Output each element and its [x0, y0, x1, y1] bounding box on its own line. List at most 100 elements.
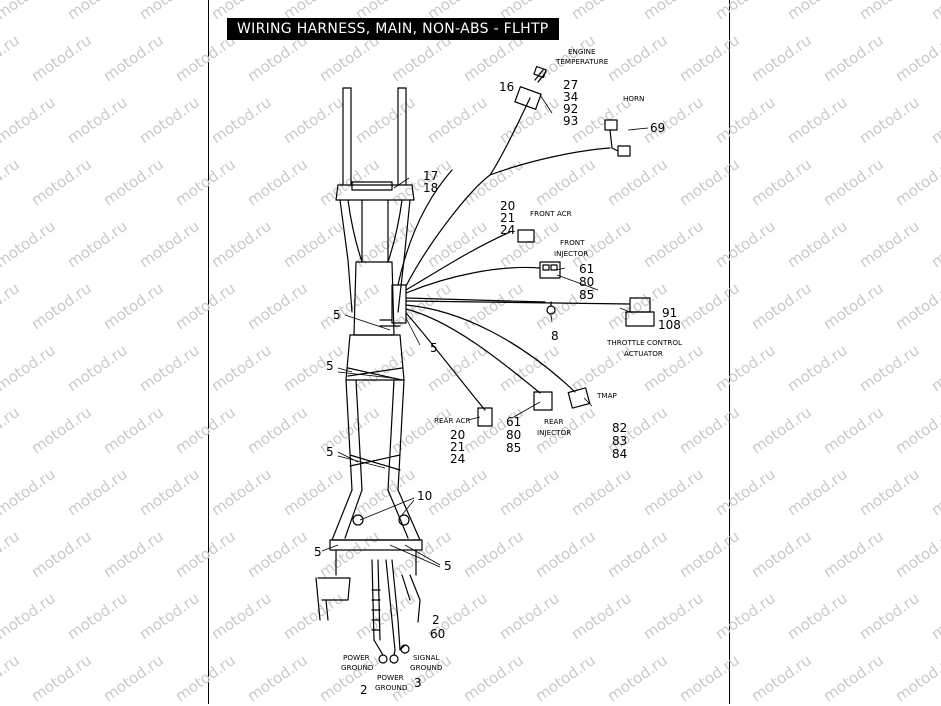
- watermark-text: motod.ru: [748, 155, 815, 209]
- watermark-text: motod.ru: [0, 31, 23, 85]
- watermark-text: motod.ru: [820, 651, 887, 705]
- watermark-text: motod.ru: [856, 589, 923, 643]
- watermark-text: motod.ru: [0, 403, 23, 457]
- throttle-control-actuator-label: ACTUATOR: [624, 349, 663, 358]
- callout-number: 20: [500, 199, 515, 213]
- front-injector-label: INJECTOR: [554, 249, 588, 258]
- watermark-text: motod.ru: [820, 279, 887, 333]
- diagram-labels: ENGINE TEMPERATURE HORN FRONT ACR FRONT …: [341, 47, 682, 692]
- watermark-text: motod.ru: [712, 93, 779, 147]
- callout-number: 3: [414, 676, 422, 690]
- watermark-text: motod.ru: [100, 279, 167, 333]
- watermark-text: motod.ru: [0, 465, 59, 519]
- watermark-text: motod.ru: [460, 651, 527, 705]
- watermark-text: motod.ru: [460, 279, 527, 333]
- watermark-text: motod.ru: [280, 341, 347, 395]
- watermark-text: motod.ru: [64, 341, 131, 395]
- watermark-text: motod.ru: [712, 217, 779, 271]
- callout-number: 21: [450, 440, 465, 454]
- callout-number: 27: [563, 78, 578, 92]
- watermark-text: motod.ru: [568, 0, 635, 23]
- leader-lines: [321, 94, 649, 568]
- callout-number: 5: [314, 545, 322, 559]
- watermark-text: motod.ru: [100, 527, 167, 581]
- horn-label: HORN: [623, 94, 644, 103]
- watermark-text: motod.ru: [172, 403, 239, 457]
- watermark-text: motod.ru: [820, 155, 887, 209]
- watermark-text: motod.ru: [424, 465, 491, 519]
- watermark-text: motod.ru: [784, 93, 851, 147]
- engine-temperature-label: ENGINE: [568, 47, 596, 56]
- watermark-text: motod.ru: [748, 31, 815, 85]
- watermark-text: motod.ru: [712, 0, 779, 23]
- watermark-text: motod.ru: [100, 155, 167, 209]
- watermark-text: motod.ru: [712, 341, 779, 395]
- watermark-text: motod.ru: [532, 155, 599, 209]
- callout-number: 5: [326, 445, 334, 459]
- watermark-text: motod.ru: [28, 527, 95, 581]
- watermark-text: motod.ru: [748, 651, 815, 705]
- watermark-text: motod.ru: [892, 155, 941, 209]
- watermark-text: motod.ru: [64, 589, 131, 643]
- watermark-text: motod.ru: [100, 651, 167, 705]
- watermark-text: motod.ru: [496, 341, 563, 395]
- callout-number: 5: [333, 308, 341, 322]
- watermark-text: motod.ru: [928, 93, 941, 147]
- watermark-text: motod.ru: [136, 0, 203, 23]
- watermark-text: motod.ru: [244, 403, 311, 457]
- watermark-text: motod.ru: [568, 465, 635, 519]
- watermark-text: motod.ru: [64, 0, 131, 23]
- frame-drawing: [315, 65, 655, 664]
- front-injector-label: FRONT: [560, 238, 585, 247]
- callout-number: 2: [360, 683, 368, 697]
- watermark-text: motod.ru: [208, 465, 275, 519]
- callout-number: 85: [579, 288, 594, 302]
- watermark-text: motod.ru: [208, 93, 275, 147]
- watermark-text: motod.ru: [208, 589, 275, 643]
- watermark-text: motod.ru: [0, 93, 59, 147]
- watermark-text: motod.ru: [136, 217, 203, 271]
- power-ground-label: GROUND: [375, 683, 408, 692]
- watermark-text: motod.ru: [928, 465, 941, 519]
- callout-number: 5: [326, 359, 334, 373]
- watermark-text: motod.ru: [28, 651, 95, 705]
- watermark-text: motod.ru: [208, 217, 275, 271]
- rear-injector-label: REAR: [544, 417, 563, 426]
- diagram-frame: [208, 0, 730, 704]
- rear-acr-label: REAR ACR: [434, 416, 471, 425]
- watermark-text: motod.ru: [352, 465, 419, 519]
- watermark-text: motod.ru: [820, 31, 887, 85]
- callout-number: 91: [662, 306, 677, 320]
- watermark-text: motod.ru: [388, 403, 455, 457]
- watermark-text: motod.ru: [532, 527, 599, 581]
- watermark-text: motod.ru: [28, 155, 95, 209]
- watermark-text: motod.ru: [0, 279, 23, 333]
- watermark-text: motod.ru: [496, 465, 563, 519]
- callout-number: 80: [506, 428, 521, 442]
- watermark-text: motod.ru: [0, 341, 59, 395]
- watermark-text: motod.ru: [172, 155, 239, 209]
- watermark-text: motod.ru: [100, 403, 167, 457]
- watermark-text: motod.ru: [136, 465, 203, 519]
- watermark-text: motod.ru: [172, 651, 239, 705]
- callout-number: 60: [430, 627, 445, 641]
- watermark-text: motod.ru: [28, 31, 95, 85]
- watermark-text: motod.ru: [64, 465, 131, 519]
- watermark-text: motod.ru: [928, 589, 941, 643]
- callout-number: 69: [650, 121, 665, 135]
- watermark-text: motod.ru: [244, 279, 311, 333]
- watermark-text: motod.ru: [712, 589, 779, 643]
- power-ground-label: POWER: [343, 653, 370, 662]
- watermark-text: motod.ru: [892, 527, 941, 581]
- watermark-text: motod.ru: [820, 403, 887, 457]
- watermark-text: motod.ru: [604, 651, 671, 705]
- watermark-text: motod.ru: [856, 341, 923, 395]
- watermark-text: motod.ru: [460, 527, 527, 581]
- watermark-text: motod.ru: [856, 217, 923, 271]
- watermark-text: motod.ru: [280, 217, 347, 271]
- watermark-text: motod.ru: [784, 217, 851, 271]
- callout-number: 93: [563, 114, 578, 128]
- watermark-text: motod.ru: [172, 279, 239, 333]
- callout-number: 5: [444, 559, 452, 573]
